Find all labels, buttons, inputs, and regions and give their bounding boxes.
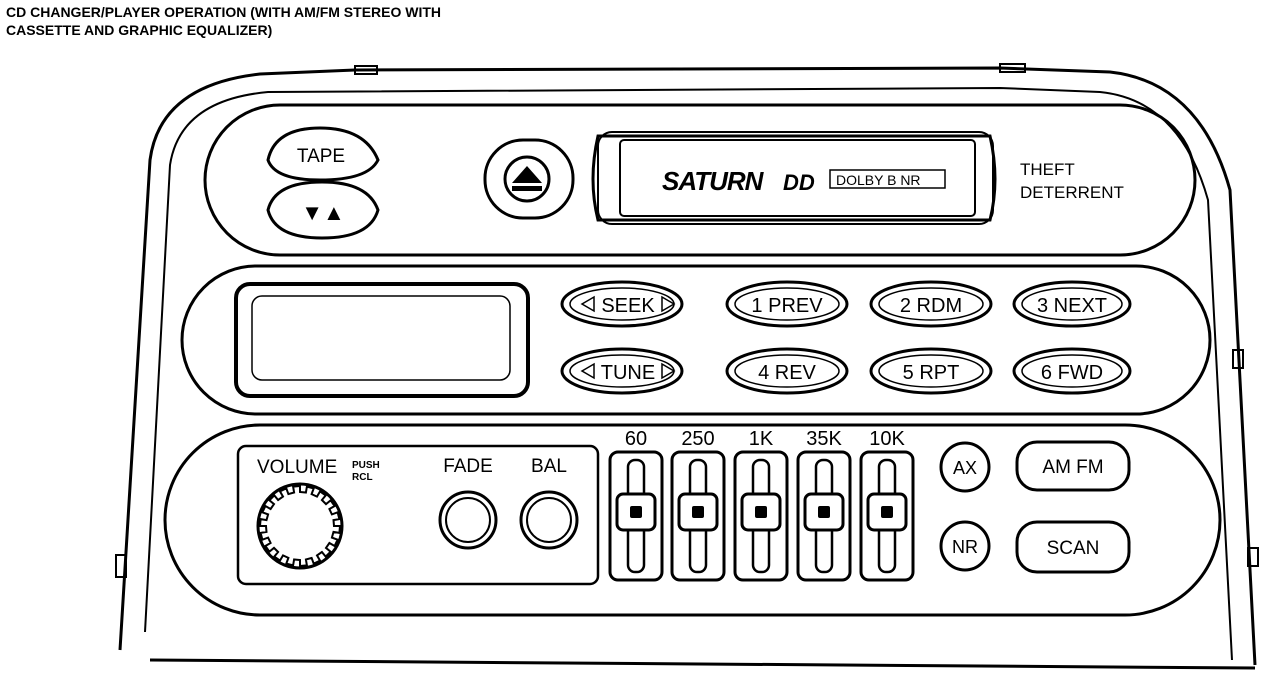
- eq-thumb-grip-icon: [881, 506, 893, 518]
- eq-band-label: 60: [625, 428, 647, 450]
- fade-label: FADE: [443, 456, 493, 477]
- eq-band-label: 10K: [869, 428, 905, 450]
- seek-left-icon: [580, 295, 595, 313]
- ax-button[interactable]: [939, 441, 991, 493]
- nr-button[interactable]: [939, 520, 991, 572]
- preset-3-label: 3 NEXT: [1037, 295, 1107, 317]
- theft-label-2: DETERRENT: [1020, 183, 1124, 202]
- eq-band-label: 35K: [806, 428, 842, 450]
- preset-4-label: 4 REV: [758, 362, 816, 384]
- tape-button[interactable]: [266, 126, 380, 182]
- tune-label: TUNE: [601, 362, 655, 384]
- preset-1-button[interactable]: [725, 280, 849, 328]
- tuner-panel: [180, 264, 1212, 416]
- eject-icon: [512, 166, 542, 183]
- eq-band-label: 1K: [749, 428, 774, 450]
- cassette-panel: [203, 103, 1197, 257]
- volume-label: VOLUME: [257, 457, 337, 478]
- fade-knob[interactable]: [438, 490, 498, 550]
- preset-4-button[interactable]: [725, 347, 849, 395]
- direction-button[interactable]: [266, 180, 380, 240]
- eq-thumb-grip-icon: [630, 506, 642, 518]
- eq-slider-35K[interactable]: [796, 450, 852, 582]
- am-fm-button[interactable]: [1015, 440, 1131, 492]
- dolby-symbol-icon: DD: [783, 170, 815, 195]
- audio-panel: [163, 423, 1222, 617]
- eject-button[interactable]: [483, 138, 575, 220]
- preset-6-label: 6 FWD: [1041, 362, 1103, 384]
- eject-bar-icon: [512, 186, 542, 191]
- push-label: PUSH: [352, 460, 380, 471]
- ax-label: AX: [953, 458, 977, 478]
- rcl-label: RCL: [352, 472, 373, 483]
- tune-right-icon: [661, 362, 676, 380]
- preset-2-button[interactable]: [869, 280, 993, 328]
- equalizer: 60 250 1K 35K 10K: [608, 428, 915, 582]
- eq-slider-250[interactable]: [670, 450, 726, 582]
- preset-5-button[interactable]: [869, 347, 993, 395]
- eq-band-label: 250: [681, 428, 714, 450]
- eq-thumb-grip-icon: [692, 506, 704, 518]
- display-window: [234, 282, 530, 398]
- preset-3-button[interactable]: [1012, 280, 1132, 328]
- scan-label: SCAN: [1047, 538, 1100, 559]
- scan-button[interactable]: [1015, 520, 1131, 574]
- volume-knob[interactable]: [256, 482, 344, 570]
- eq-slider-10K[interactable]: [859, 450, 915, 582]
- preset-2-label: 2 RDM: [900, 295, 962, 317]
- seek-label: SEEK: [601, 295, 655, 317]
- caption-line-2: CASSETTE AND GRAPHIC EQUALIZER): [6, 22, 273, 38]
- dolby-label: DOLBY B NR: [836, 172, 921, 188]
- preset-5-label: 5 RPT: [903, 362, 960, 384]
- direction-arrows-icon: ▼▲: [301, 200, 345, 225]
- eq-slider-1K[interactable]: [733, 450, 789, 582]
- tune-left-icon: [580, 362, 595, 380]
- caption-line-1: CD CHANGER/PLAYER OPERATION (WITH AM/FM …: [6, 4, 442, 20]
- preset-6-button[interactable]: [1012, 347, 1132, 395]
- seek-right-icon: [661, 295, 676, 313]
- eq-slider-60[interactable]: [608, 450, 664, 582]
- eq-thumb-grip-icon: [755, 506, 767, 518]
- tune-button[interactable]: [560, 347, 684, 395]
- dolby-label-box: [829, 169, 946, 189]
- eq-thumb-grip-icon: [818, 506, 830, 518]
- theft-label-1: THEFT: [1020, 160, 1075, 179]
- tape-label: TAPE: [297, 146, 345, 167]
- preset-1-label: 1 PREV: [751, 295, 823, 317]
- bal-label: BAL: [531, 456, 567, 477]
- diagram-caption: CD CHANGER/PLAYER OPERATION (WITH AM/FM …: [6, 3, 441, 39]
- balance-knob[interactable]: [519, 490, 579, 550]
- volume-knob-knurl: [258, 484, 342, 568]
- knob-frame: [236, 444, 600, 586]
- saturn-brand: SATURN: [662, 166, 765, 196]
- seek-button[interactable]: [560, 280, 684, 328]
- nr-label: NR: [952, 537, 978, 557]
- am-fm-label: AM FM: [1042, 457, 1103, 478]
